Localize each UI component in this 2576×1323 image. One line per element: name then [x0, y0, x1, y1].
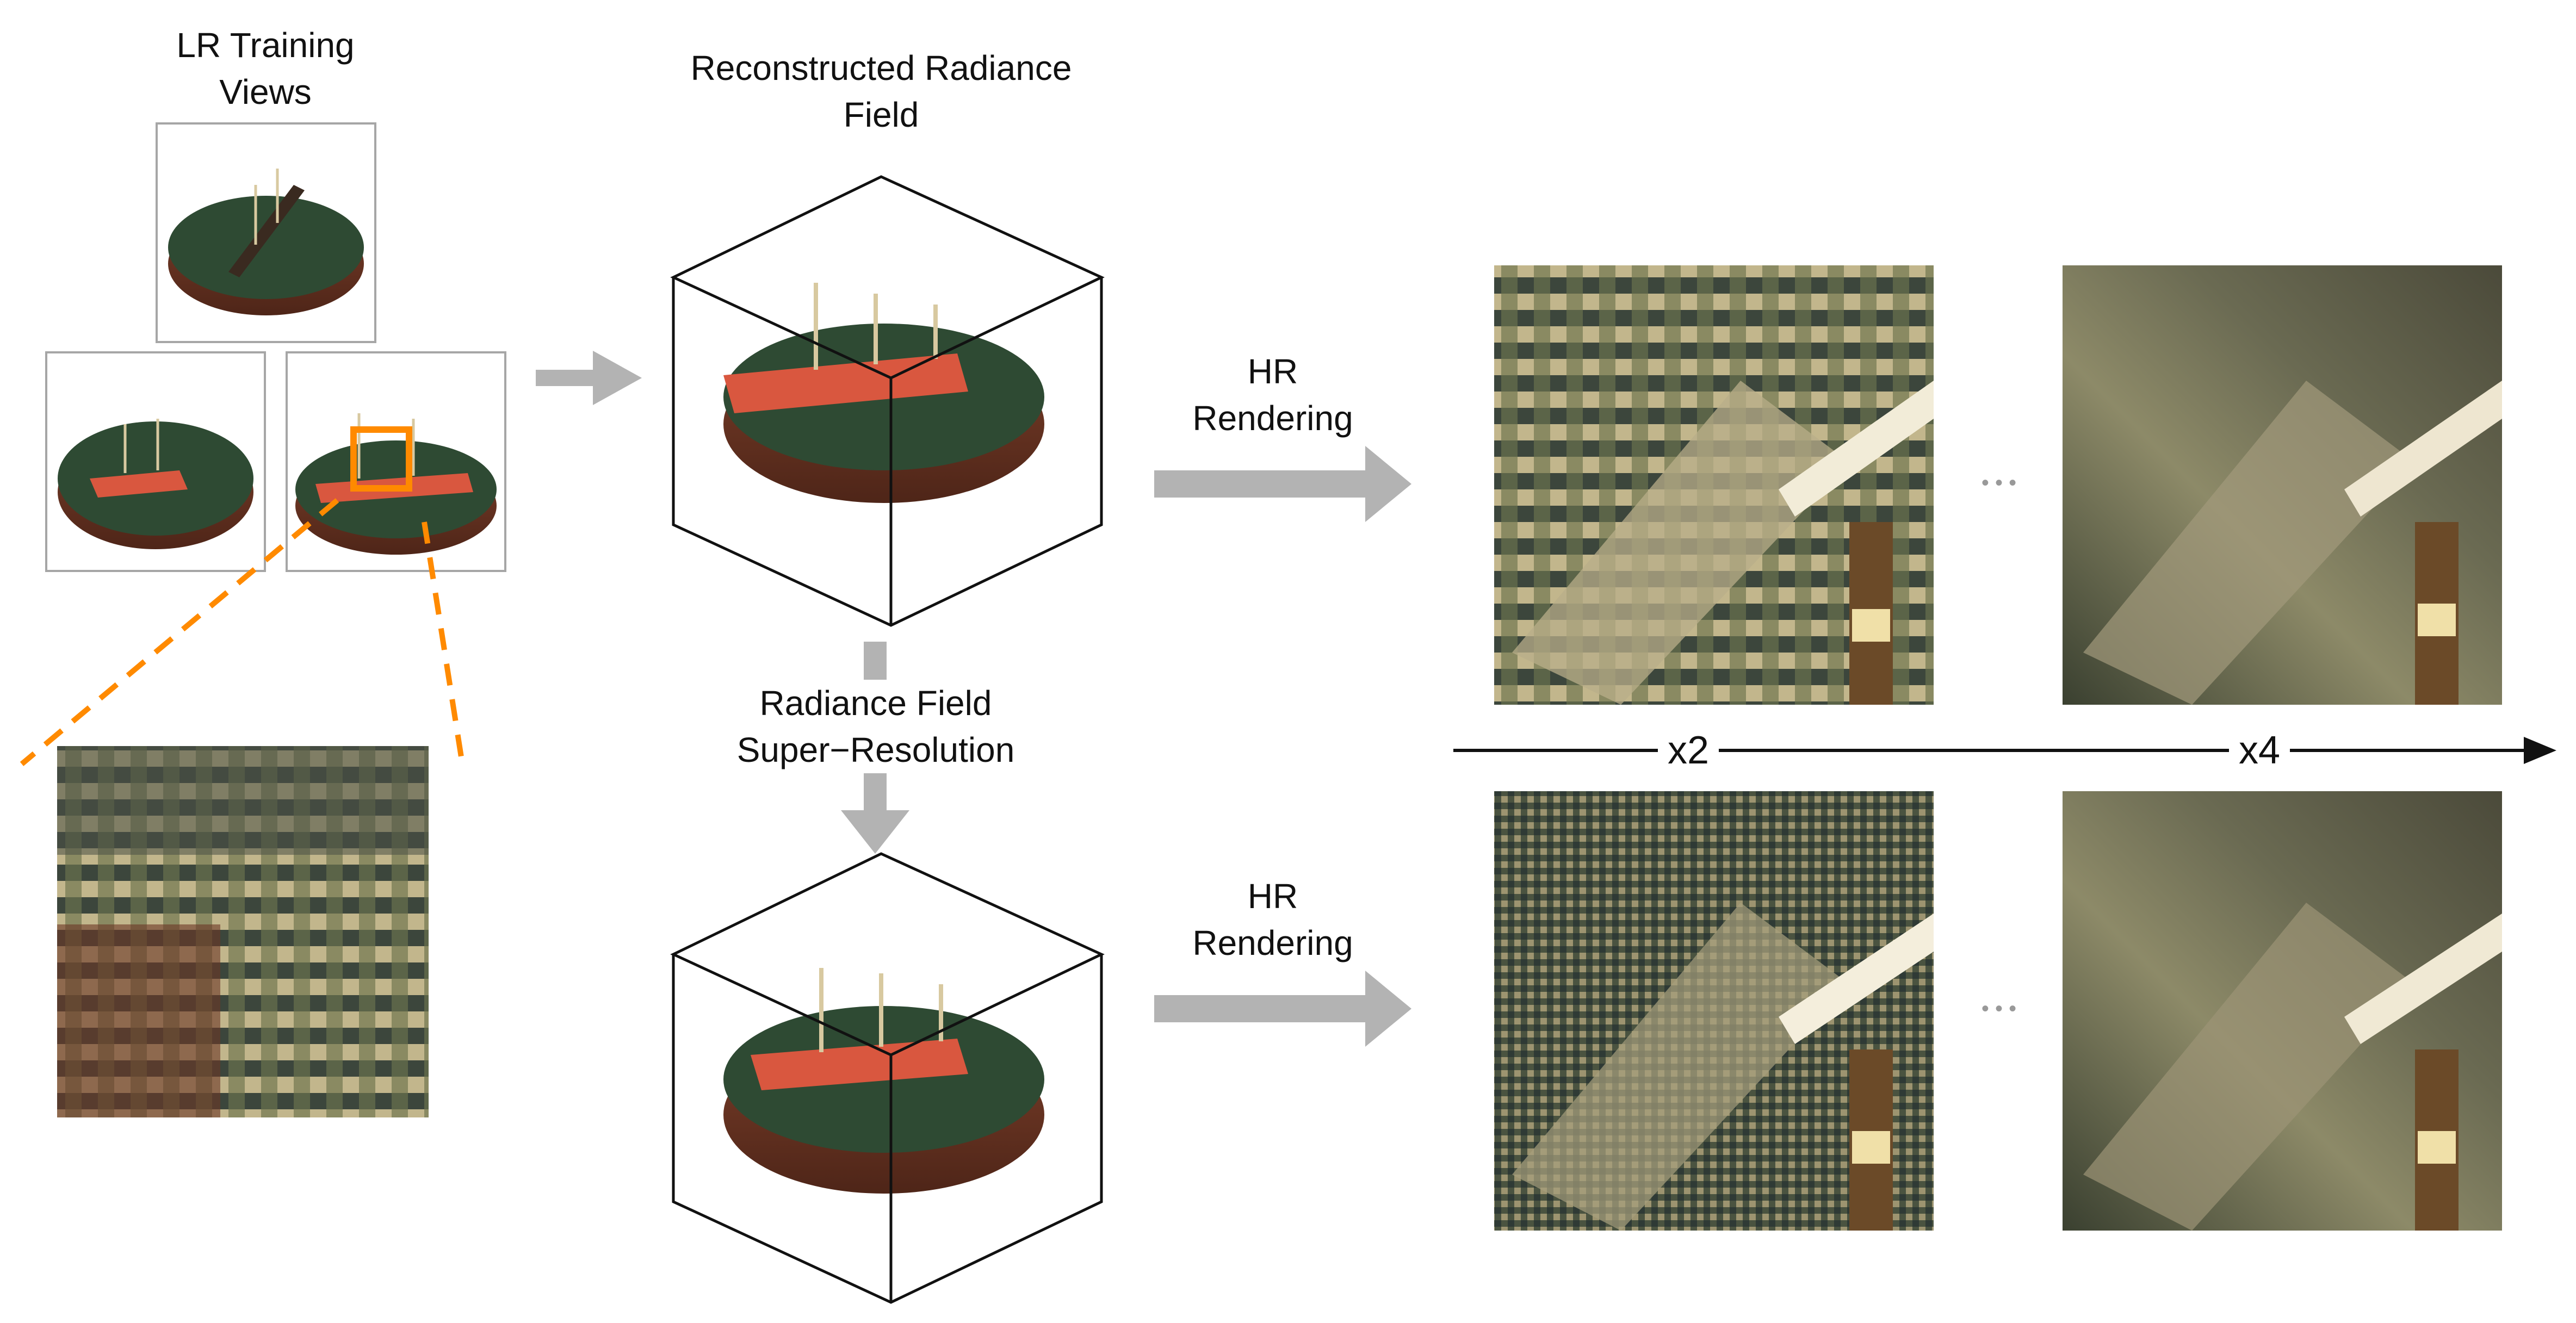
render-top-x2: [1494, 265, 1934, 705]
lr-view-top: [156, 122, 376, 343]
lr-view-left: [45, 351, 266, 572]
zoom-line-left: [20, 498, 339, 766]
render-top-x4: [2063, 265, 2502, 705]
arrow-down-stem: [864, 642, 887, 680]
render-bottom-x2: [1494, 791, 1934, 1231]
zoom-highlight-box: [350, 426, 412, 492]
zoom-line-right: [422, 521, 465, 765]
cube-reconstructed: [670, 175, 1105, 627]
ellipsis-bottom: • • •: [1981, 997, 2017, 1021]
scale-label-x2: x2: [1658, 729, 1719, 772]
arrow-down: [841, 772, 909, 854]
label-reconstructed-field: Reconstructed Radiance Field: [690, 48, 1072, 134]
label-lr-training-views: LR Training Views: [176, 26, 355, 111]
arrow-views-to-field: [536, 351, 642, 405]
arrow-hr-rendering-top: [1154, 446, 1411, 522]
zoom-patch: [57, 746, 429, 1117]
cube-super-resolved: [670, 852, 1105, 1304]
label-hr-rendering-bottom: HR Rendering: [1192, 877, 1353, 962]
scale-label-x4: x4: [2229, 729, 2290, 772]
label-rf-super-resolution: Radiance Field Super−Resolution: [669, 680, 1082, 773]
arrow-hr-rendering-bottom: [1154, 971, 1411, 1047]
render-bottom-x4: [2063, 791, 2502, 1231]
scale-axis-arrowhead: [2524, 737, 2556, 764]
lr-view-right: [286, 351, 506, 572]
label-hr-rendering-top: HR Rendering: [1192, 352, 1353, 438]
ellipsis-top: • • •: [1981, 471, 2017, 495]
